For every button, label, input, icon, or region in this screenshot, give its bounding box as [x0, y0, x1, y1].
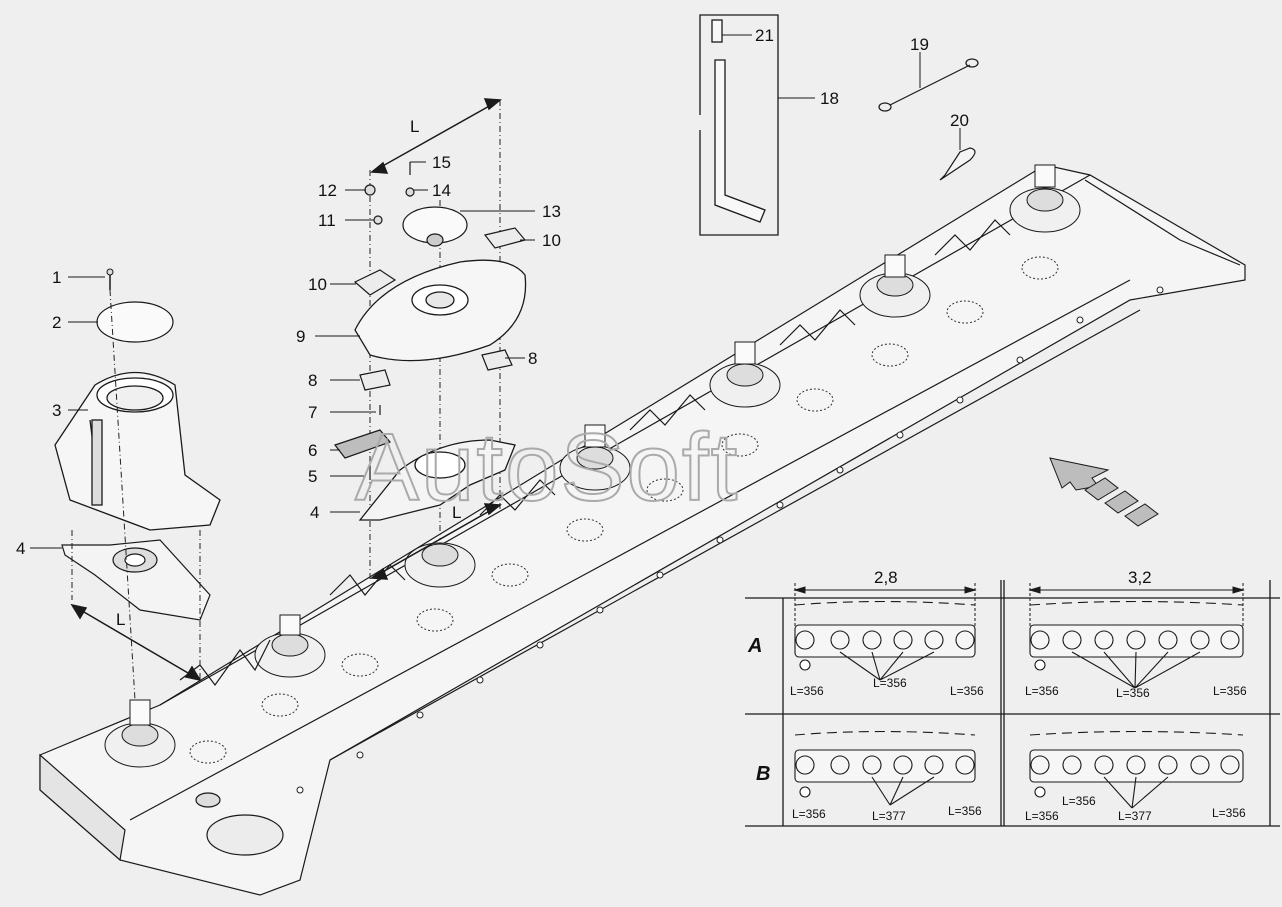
- rowA-c1-left: L=356: [790, 684, 824, 698]
- callout-20: 20: [950, 111, 969, 130]
- disc-hubs: [104, 164, 1081, 768]
- part-1-bolt: [106, 268, 114, 290]
- part-18-frame-box: [699, 14, 779, 236]
- rowB-c2-left2: L=356: [1062, 794, 1096, 808]
- rowA-c1-right: L=356: [950, 684, 984, 698]
- callout-19: 19: [910, 35, 929, 54]
- callout-14: 14: [432, 181, 451, 200]
- callout-1: 1: [52, 268, 61, 287]
- callout-15: 15: [432, 153, 451, 172]
- part-13-cap: [402, 206, 468, 247]
- part-4-plate-center: [358, 439, 516, 521]
- watermark: AutoSoft: [355, 414, 739, 521]
- callout-12: 12: [318, 181, 337, 200]
- rowB-c1-mid: L=377: [872, 809, 906, 823]
- part-19-pin: [878, 58, 979, 112]
- part-3-drum: [54, 371, 221, 531]
- callout-21: 21: [755, 26, 774, 45]
- rowB-c2-mid: L=377: [1118, 809, 1152, 823]
- rowB-c1-left: L=356: [792, 807, 826, 821]
- callout-8-left: 8: [308, 371, 317, 390]
- leader-lines: [30, 34, 961, 549]
- callout-6: 6: [308, 441, 317, 460]
- dim-L-bottom: L: [452, 503, 461, 522]
- rowA-c1-mid: L=356: [873, 676, 907, 690]
- rowA-c2-right: L=356: [1213, 684, 1247, 698]
- zigzag-guards: [179, 219, 1011, 687]
- beam-holes: [296, 286, 1164, 794]
- callout-7: 7: [308, 403, 317, 422]
- callout-4-center: 4: [310, 503, 319, 522]
- cutter-bar: [39, 164, 1246, 896]
- part-8-plates: [359, 349, 513, 391]
- callout-11: 11: [318, 211, 336, 230]
- callout-5: 5: [308, 467, 317, 486]
- part-9-disc: [354, 259, 527, 362]
- part-6-blade: [334, 429, 392, 459]
- rowB-c1-right: L=356: [948, 804, 982, 818]
- dimension-L-left: L: [70, 603, 202, 682]
- row-label-A: A: [747, 635, 762, 657]
- dim-L-left: L: [116, 610, 125, 629]
- dimension-L-bottom: L: [370, 503, 502, 580]
- callout-4-left: 4: [16, 539, 25, 558]
- part-2-cover-disc: [96, 301, 174, 343]
- rowA-c2-left: L=356: [1025, 684, 1059, 698]
- callout-10-left: 10: [308, 275, 327, 294]
- callout-8-right: 8: [528, 349, 537, 368]
- dim-L-top: L: [410, 117, 419, 136]
- callout-9: 9: [296, 327, 305, 346]
- rowA-c2-mid: L=356: [1116, 686, 1150, 700]
- rowB-c2-right: L=356: [1212, 806, 1246, 820]
- config-table: 2,8 3,2 A B L=356 L=356 L=356 L=356 L=35…: [745, 568, 1280, 827]
- width-3-2: 3,2: [1128, 568, 1152, 587]
- width-2-8: 2,8: [874, 568, 898, 587]
- part-20-clip: [939, 147, 976, 181]
- callout-13: 13: [542, 202, 561, 221]
- part-4-plate-left: [61, 539, 211, 621]
- callout-10-right: 10: [542, 231, 561, 250]
- callout-2: 2: [52, 313, 61, 332]
- rowB-c2-left: L=356: [1025, 809, 1059, 823]
- callout-18: 18: [820, 89, 839, 108]
- callouts: 1 2 3 4 4 5 6 7 8 8 9 10 10 11 12 13 14 …: [16, 26, 969, 558]
- direction-arrow: [1049, 457, 1159, 527]
- callout-3: 3: [52, 401, 61, 420]
- dimension-L-top: L: [370, 98, 502, 174]
- row-label-B: B: [756, 763, 770, 785]
- bearing-rings: [189, 256, 1059, 764]
- center-fasteners: [364, 162, 415, 480]
